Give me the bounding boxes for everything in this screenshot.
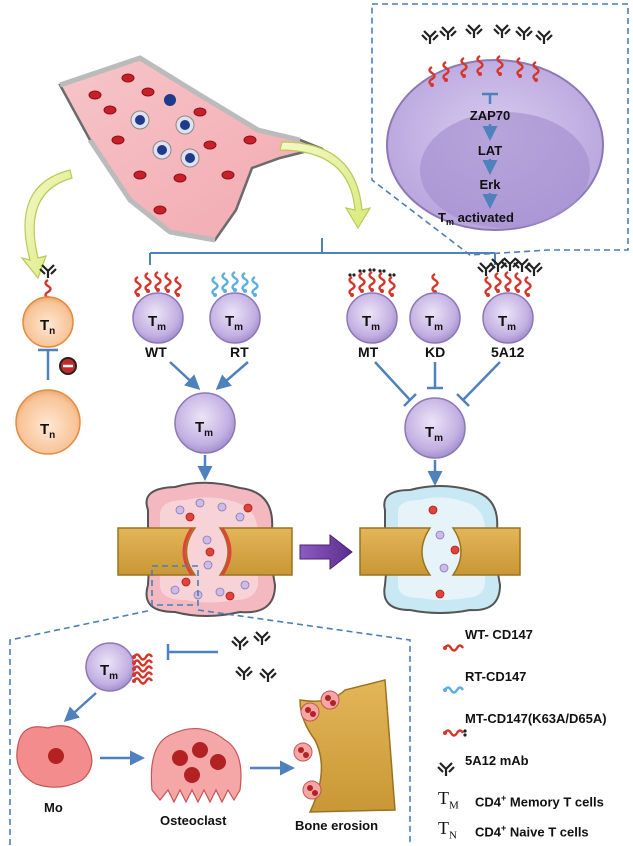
- legend-tn-symbol: TN: [438, 818, 457, 842]
- svg-text:Tm: Tm: [425, 424, 443, 444]
- tm-middle-left: [174, 392, 236, 454]
- node-erk: Erk: [480, 177, 502, 192]
- arrow-treatment: [299, 533, 353, 571]
- arrow-to-naive: [20, 169, 73, 280]
- legend-mab: 5A12 mAb: [465, 753, 529, 768]
- bone-erosion: [293, 679, 396, 813]
- node-zap70: ZAP70: [470, 108, 510, 123]
- process-inhibition: [166, 644, 218, 660]
- signaling-inhibit-marker: [482, 92, 498, 104]
- monocyte: [16, 725, 93, 788]
- naive-inhibition: [38, 348, 58, 380]
- legend-rt-icon: [441, 686, 465, 694]
- cell-mt: Tm: [346, 267, 398, 344]
- osteoclast-cell: [150, 728, 242, 804]
- label-bone-erosion: Bone erosion: [295, 818, 378, 833]
- signaling-cell-nucleus: [420, 112, 590, 228]
- label-rt: RT: [230, 344, 249, 360]
- svg-text:Tm: Tm: [425, 313, 443, 333]
- inhibitions-right: [374, 361, 501, 407]
- legend-wt-icon: [441, 644, 465, 652]
- label-mo: Mo: [44, 800, 63, 815]
- label-5a12: 5A12: [491, 344, 525, 360]
- svg-text:Tm: Tm: [498, 313, 516, 333]
- minus-sign-icon: [59, 357, 77, 375]
- legend-mt-cd147: MT-CD147(K63A/D65A): [465, 711, 607, 726]
- healthy-joint: [359, 485, 521, 614]
- cell-5a12: Tm: [476, 256, 544, 344]
- cell-rt: Tm: [209, 270, 261, 344]
- svg-text:Tn: Tn: [40, 421, 55, 441]
- group-bracket: [149, 238, 496, 265]
- svg-text:Tm: Tm: [195, 419, 213, 439]
- blood-vessel: [58, 55, 325, 243]
- cell-kd: Tm: [409, 272, 461, 344]
- node-tm-activated: Tm activated: [438, 210, 514, 227]
- legend-tm-desc: CD4+ Memory T cells: [475, 793, 604, 810]
- label-osteoclast: Osteoclast: [160, 813, 227, 828]
- process-antibodies: [230, 630, 278, 684]
- signaling-box-outline: [371, 3, 629, 256]
- naive-cell-top: [22, 296, 74, 348]
- legend-tm-symbol: TM: [438, 788, 459, 812]
- svg-text:Tm: Tm: [100, 662, 118, 682]
- node-lat: LAT: [478, 143, 502, 158]
- label-kd: KD: [425, 344, 445, 360]
- svg-text:Tm: Tm: [225, 313, 243, 333]
- arrow-to-memory: [279, 141, 372, 230]
- label-wt: WT: [145, 344, 167, 360]
- tm-middle-right: [404, 397, 466, 459]
- process-tm-cell: Tm: [85, 642, 154, 692]
- legend-tn-desc: CD4+ Naive T cells: [475, 823, 589, 840]
- legend-mt-icon: [441, 728, 468, 738]
- svg-text:Tm: Tm: [148, 313, 166, 333]
- legend-rt-cd147: RT-CD147: [465, 669, 527, 684]
- svg-text:Tm: Tm: [362, 313, 380, 333]
- cell-wt: Tm: [132, 270, 184, 344]
- label-mt: MT: [358, 344, 379, 360]
- svg-text:Tn: Tn: [40, 317, 55, 337]
- process-box-outline: [9, 565, 411, 845]
- legend-mab-icon: [436, 761, 456, 778]
- naive-cell-bottom: [15, 389, 81, 455]
- legend-wt-cd147: WT- CD147: [465, 627, 533, 642]
- inflamed-joint: [117, 481, 293, 617]
